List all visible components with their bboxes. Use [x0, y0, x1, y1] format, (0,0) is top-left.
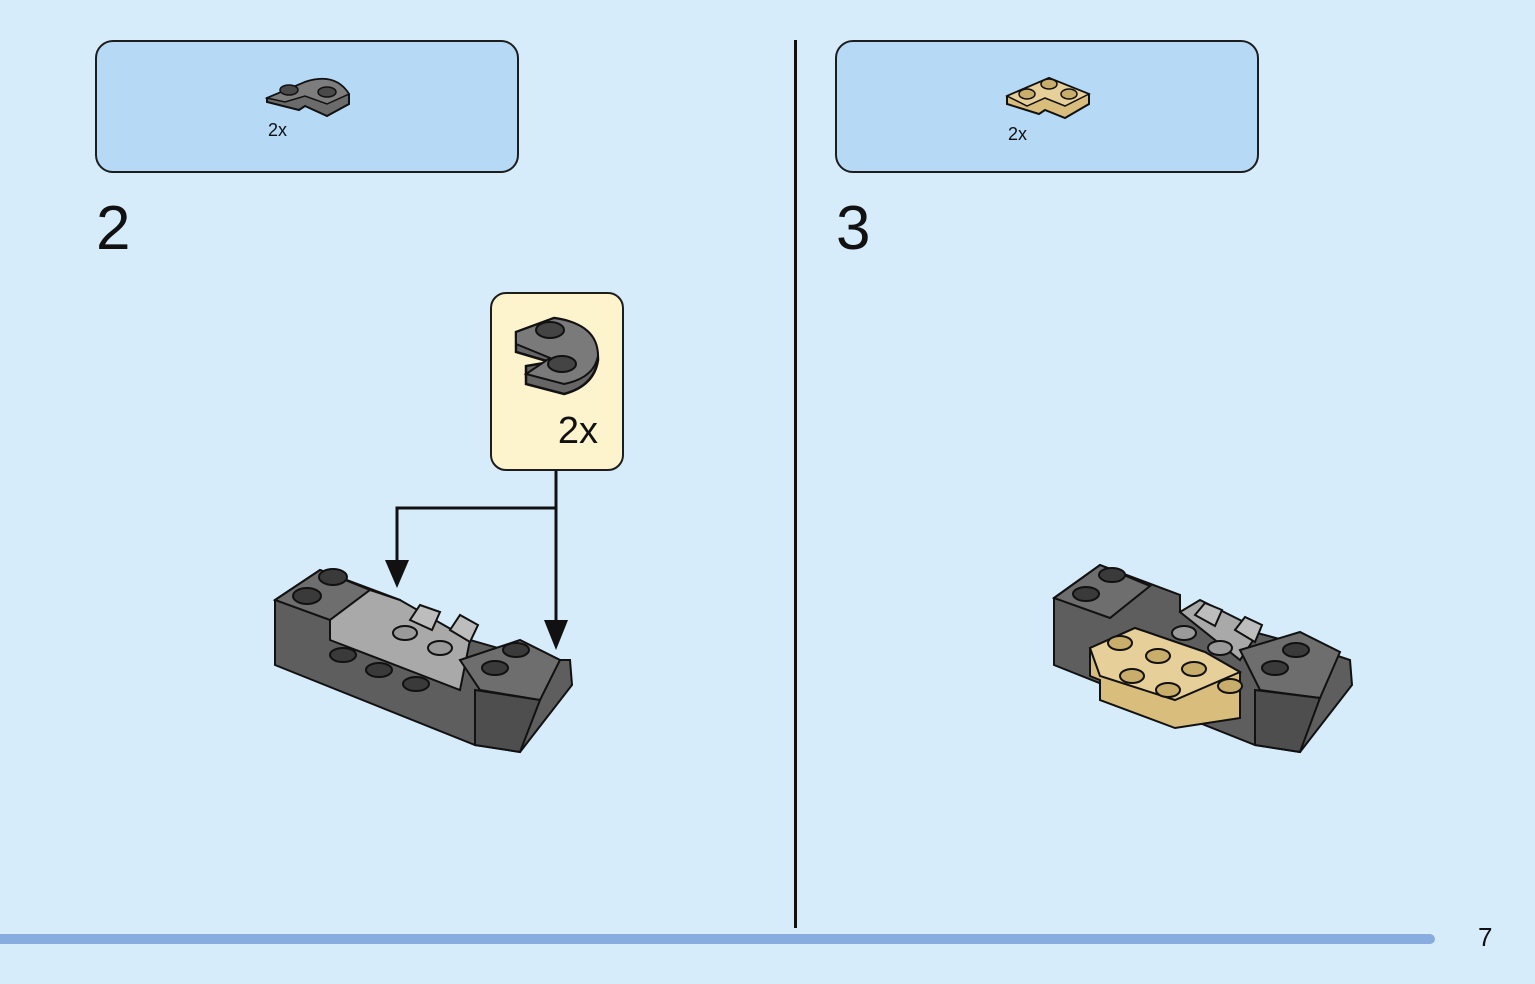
step-number-3: 3: [836, 194, 871, 263]
step-number-2: 2: [96, 194, 131, 263]
step3-parts-list: 2x: [835, 40, 1259, 173]
page-progress-bar: [0, 934, 1435, 944]
step2-parts-list: 2x: [95, 40, 519, 173]
step3-part-quantity: 2x: [1008, 124, 1028, 144]
arrow-head-left: [385, 560, 409, 588]
dark-gray-curved-plate-icon: [265, 78, 351, 118]
step3-assembly: [1051, 563, 1354, 754]
page-number: 7: [1478, 922, 1493, 952]
placement-arrows: [395, 471, 558, 625]
gray-base-model: [272, 568, 574, 754]
callout-quantity: 2x: [557, 410, 598, 452]
base-with-tan-plates-model: [1051, 563, 1354, 754]
dark-gray-curved-plate-icon: [514, 316, 600, 396]
step2-assembly: [272, 471, 574, 754]
step2-part-quantity: 2x: [268, 120, 288, 140]
tan-corner-plate-icon: [1005, 76, 1091, 120]
step2-callout: 2x: [490, 292, 624, 471]
arrow-head-right: [544, 620, 568, 650]
page-divider: [794, 40, 797, 928]
